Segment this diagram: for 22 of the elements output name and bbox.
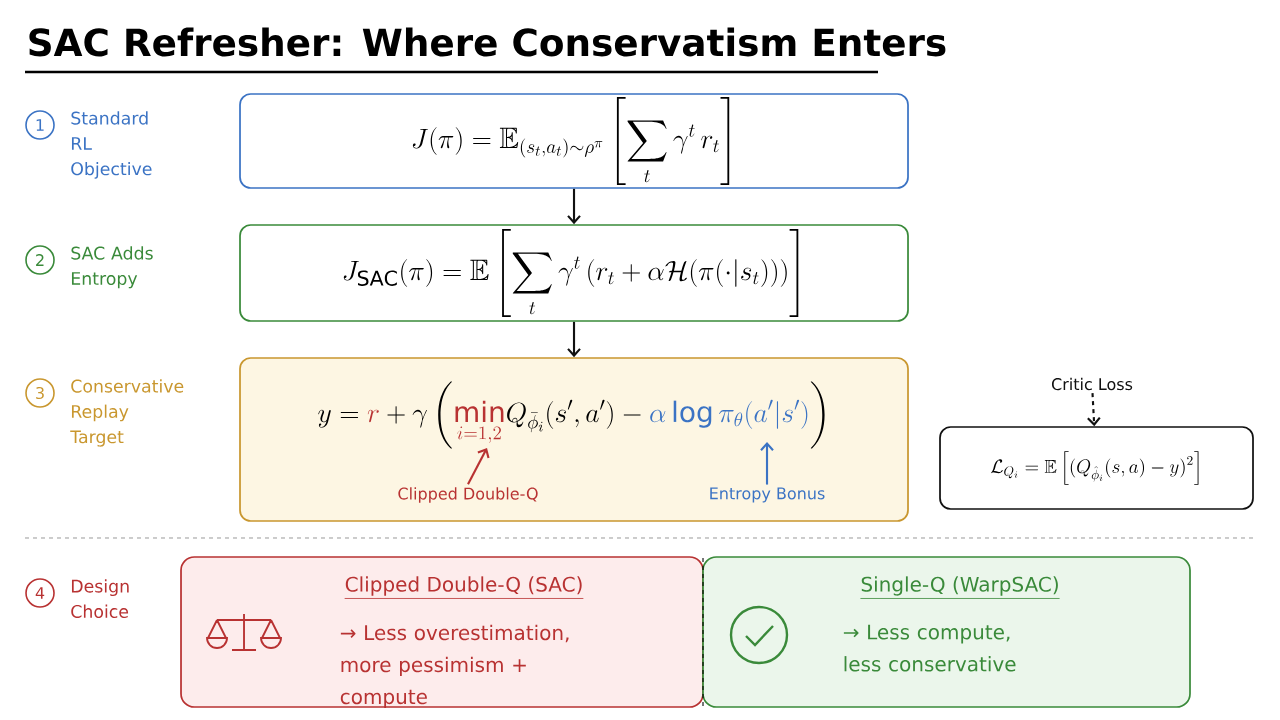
step-number: 3: [25, 378, 55, 408]
annotation: Critic Loss: [1051, 377, 1133, 391]
formula-box: $J(\pi) = \mathbb{E}_{(s_t,a_t)\sim\rho^{\pi}}\left[\sum_t \gamma^t\, r_t\right]$: [239, 93, 909, 189]
choice-panel: Single-Q (WarpSAC) → Less compute, less conservative: [702, 556, 1191, 708]
leader-arrow: [467, 448, 490, 485]
arrow: [567, 321, 581, 358]
title: SAC Refresher: Where Conservatism Enters: [29, 27, 946, 57]
step-number: 2: [25, 245, 55, 275]
step-label: SAC Adds Entropy: [71, 246, 153, 289]
step-number: 1: [25, 110, 55, 140]
annotation: Clipped Double-Q: [398, 487, 538, 503]
arrow: [567, 188, 581, 225]
choice-panel: Clipped Double-Q (SAC) → Less overestimation, more pessimism + compute: [180, 556, 704, 709]
step-number: 4: [25, 578, 55, 608]
leader-arrow: [760, 442, 774, 485]
step-label: Design Choice: [71, 579, 129, 618]
formula-box: $\mathcal{L}_{Q_i} = \mathbb{E}\left[(Q_{\hat{\phi}_i}(s,a) - y)^2\right]$: [939, 426, 1254, 510]
step-label: Conservative Replay Target: [70, 379, 184, 447]
annotation: Entropy Bonus: [710, 487, 825, 503]
formula-box: $J_{\mathrm{SAC}}(\pi) = \mathbb{E}\left[\sum_t \gamma^t \left(r_t + \alpha\mathcal{H}(\pi(\cdot|s_t))\right)\right]$: [239, 224, 909, 322]
arrow: [1087, 393, 1101, 427]
step-label: Standard RL Objective: [71, 111, 152, 179]
